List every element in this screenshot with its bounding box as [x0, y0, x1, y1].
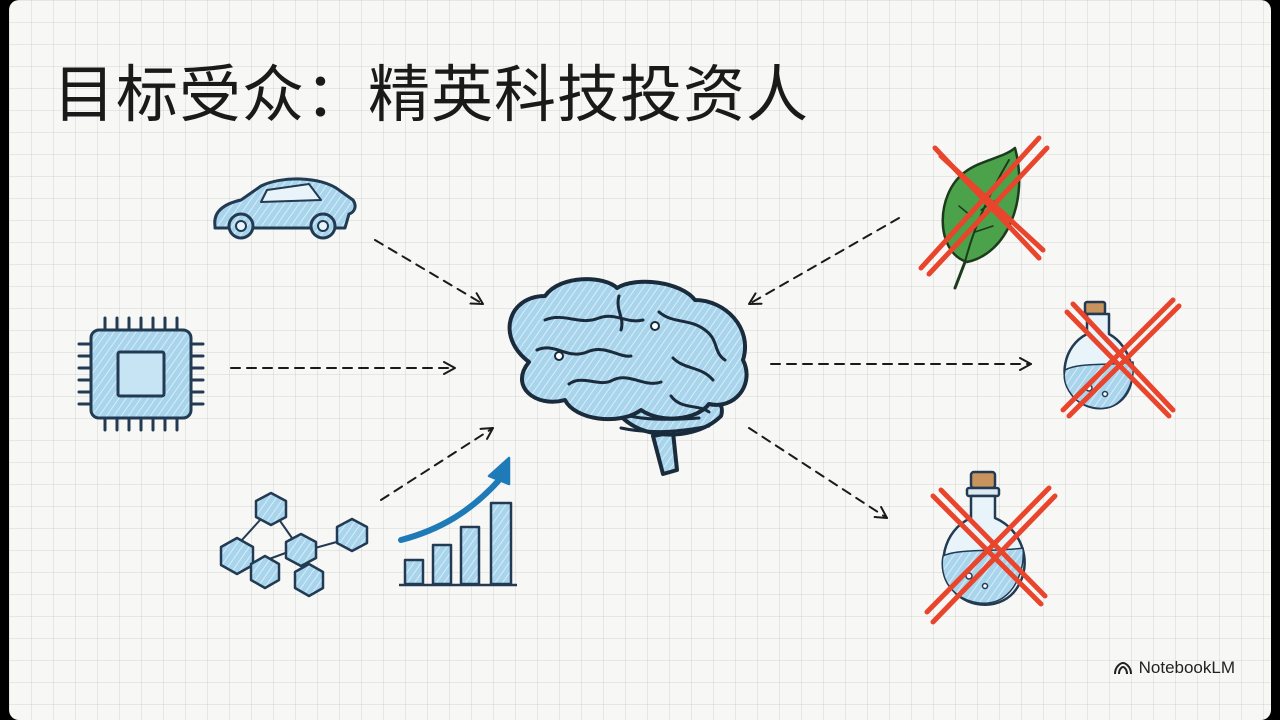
arrows [230, 217, 1032, 519]
arrow-chart-to-brain [380, 427, 494, 501]
leaf-cross-mark [918, 135, 1050, 277]
flask-cross-mark [1060, 297, 1182, 419]
chip-icon [77, 316, 205, 432]
arrow-leaf-to-brain [748, 217, 900, 305]
brain-icon [507, 277, 749, 476]
investor-diagram [77, 135, 1182, 625]
molecule-icon [219, 491, 369, 598]
slide: 目标受众：精英科技投资人 [9, 0, 1271, 720]
car-icon [213, 177, 357, 240]
slide-title: 目标受众：精英科技投资人 [53, 58, 810, 131]
brand-name: NotebookLM [1138, 658, 1235, 677]
potion-cross-mark [924, 485, 1058, 625]
growth-chart-icon [398, 456, 517, 587]
notebooklm-logo-icon [1113, 661, 1132, 675]
arrow-car-to-brain [374, 239, 484, 305]
brand-watermark: NotebookLM [1113, 658, 1235, 678]
arrow-brain-to-potion [748, 427, 888, 519]
